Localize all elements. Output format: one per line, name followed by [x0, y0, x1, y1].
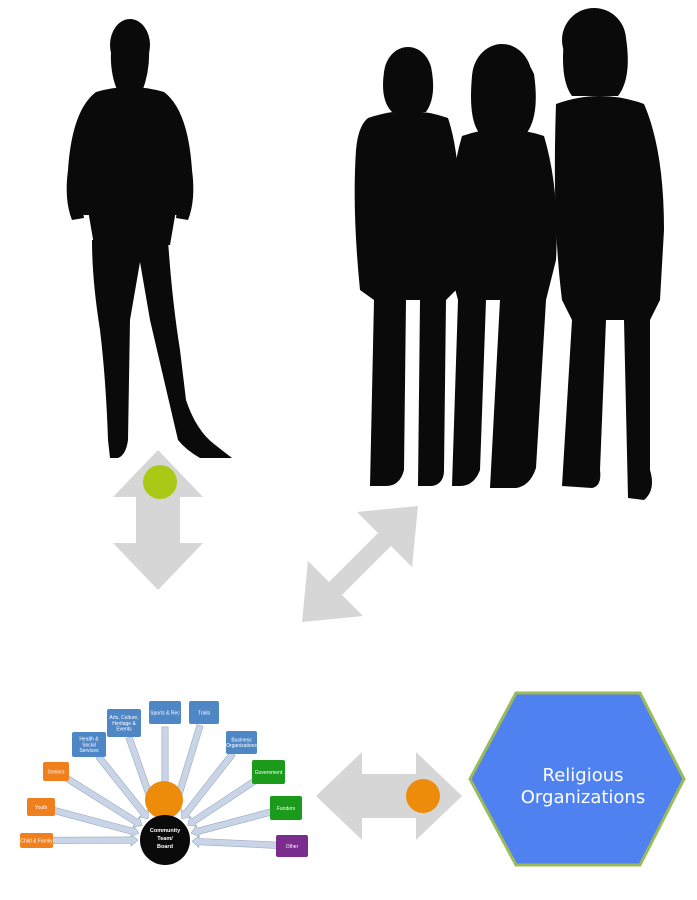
spoke-arrow-health: [95, 754, 149, 820]
wheel-center-orange-dot: [145, 781, 183, 819]
wheel-spokes: [50, 724, 279, 849]
box-label-trails: Trails: [198, 710, 211, 716]
hexagon-label-line-1: Religious: [542, 765, 624, 786]
box-label-seniors: Seniors: [48, 769, 65, 775]
box-arts: Arts, Culture,Heritage &Events: [107, 709, 141, 737]
box-label-arts: Arts, Culture,: [109, 715, 138, 721]
box-rect-child-family: [20, 833, 53, 848]
religious-organizations-hexagon: [468, 691, 686, 867]
spoke-arrow-child-family: [50, 833, 139, 847]
box-label-sports: Sports & Rec: [150, 710, 180, 716]
box-label-arts: Heritage &: [112, 721, 136, 727]
stakeholder-wheel: Child & Family Youth Seniors Health &Social…: [20, 701, 308, 865]
box-rect-youth: [27, 798, 55, 816]
community-hub: [140, 815, 190, 865]
box-label-government: Government: [255, 770, 283, 776]
box-rect-trails: [189, 701, 219, 724]
box-funders: Funders: [270, 796, 302, 820]
spoke-arrow-business: [180, 751, 236, 820]
box-rect-arts: [107, 709, 141, 737]
spoke-arrow-funders: [190, 808, 274, 838]
box-label-funders: Funders: [277, 806, 296, 812]
box-rect-seniors: [43, 762, 69, 781]
spoke-arrow-youth: [52, 806, 140, 838]
diagonal-double-arrow: [302, 506, 418, 622]
box-seniors: Seniors: [43, 762, 69, 781]
box-trails: Trails: [189, 701, 219, 724]
box-rect-business: [226, 731, 257, 754]
box-child-family: Child & Family: [20, 833, 53, 848]
hexagon-label: Religious Organizations: [493, 765, 673, 809]
spoke-arrow-other: [191, 834, 279, 849]
box-label-other: Other: [286, 844, 299, 850]
group-silhouette: [354, 8, 664, 500]
box-sports: Sports & Rec: [149, 701, 181, 724]
box-youth: Youth: [27, 798, 55, 816]
hub-line-3: Board: [157, 844, 173, 850]
hub-line-1: Community: [150, 828, 181, 834]
box-label-business: Organizations: [226, 743, 257, 749]
box-label-health: Health &: [79, 737, 99, 743]
hexagon-label-line-2: Organizations: [520, 787, 646, 808]
box-label-business: Business: [231, 738, 252, 744]
box-rect-sports: [149, 701, 181, 724]
box-rect-funders: [270, 796, 302, 820]
box-other: Other: [276, 835, 308, 857]
box-label-health: Social: [82, 742, 96, 748]
horizontal-double-arrow: [316, 752, 462, 840]
box-rect-government: [252, 760, 285, 784]
box-label-arts: Events: [116, 726, 132, 732]
spoke-arrow-government: [187, 777, 259, 827]
box-label-youth: Youth: [35, 805, 48, 811]
woman-silhouette: [66, 19, 232, 458]
box-rect-health: [72, 732, 106, 757]
box-label-child-family: Child & Family: [20, 838, 53, 844]
vertical-double-arrow: [113, 450, 203, 590]
box-label-health: Services: [79, 748, 99, 754]
wheel-boxes: Child & Family Youth Seniors Health &Social…: [20, 701, 308, 857]
green-dot: [143, 465, 177, 499]
box-rect-other: [276, 835, 308, 857]
orange-dot-right: [406, 779, 440, 813]
hub-line-2: Team/: [157, 836, 173, 842]
box-government: Government: [252, 760, 285, 784]
spoke-arrow-seniors: [63, 774, 143, 828]
